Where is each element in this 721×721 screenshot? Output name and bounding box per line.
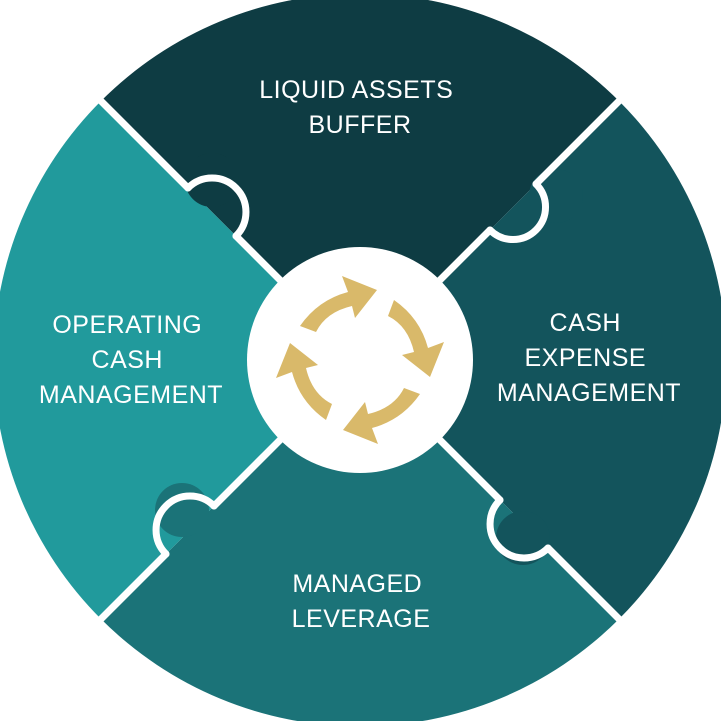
arrow-right <box>388 300 444 377</box>
label-left-line-3: MANAGEMENT <box>39 381 223 409</box>
segment-operating-cash-management <box>0 101 360 619</box>
label-right: CASH EXPENSE MANAGEMENT <box>497 309 681 407</box>
puzzle-tab-top-right <box>529 169 583 223</box>
label-right-line-2: EXPENSE <box>524 344 646 372</box>
label-bottom-line-2: LEVERAGE <box>292 605 431 633</box>
arrow-top <box>300 276 377 332</box>
label-left: OPERATING CASH MANAGEMENT <box>39 311 223 409</box>
arrow-bottom <box>343 388 420 444</box>
segment-cash-expense-management <box>360 101 721 619</box>
label-top: LIQUID ASSETS BUFFER <box>259 76 461 139</box>
label-bottom: MANAGED LEVERAGE <box>292 570 431 633</box>
arrow-left <box>276 343 332 420</box>
label-top-line-1: LIQUID ASSETS <box>259 76 453 104</box>
label-right-line-3: MANAGEMENT <box>497 379 681 407</box>
label-left-line-2: CASH <box>92 346 163 374</box>
segment-liquid-assets-buffer <box>101 0 619 360</box>
label-right-line-1: CASH <box>550 309 621 337</box>
cycle-arrows-icon <box>276 276 444 444</box>
label-top-line-2: BUFFER <box>309 111 412 139</box>
label-left-line-1: OPERATING <box>52 311 202 339</box>
label-bottom-line-1: MANAGED <box>292 570 422 598</box>
center-hub <box>247 247 473 473</box>
segment-managed-leverage <box>101 360 619 721</box>
